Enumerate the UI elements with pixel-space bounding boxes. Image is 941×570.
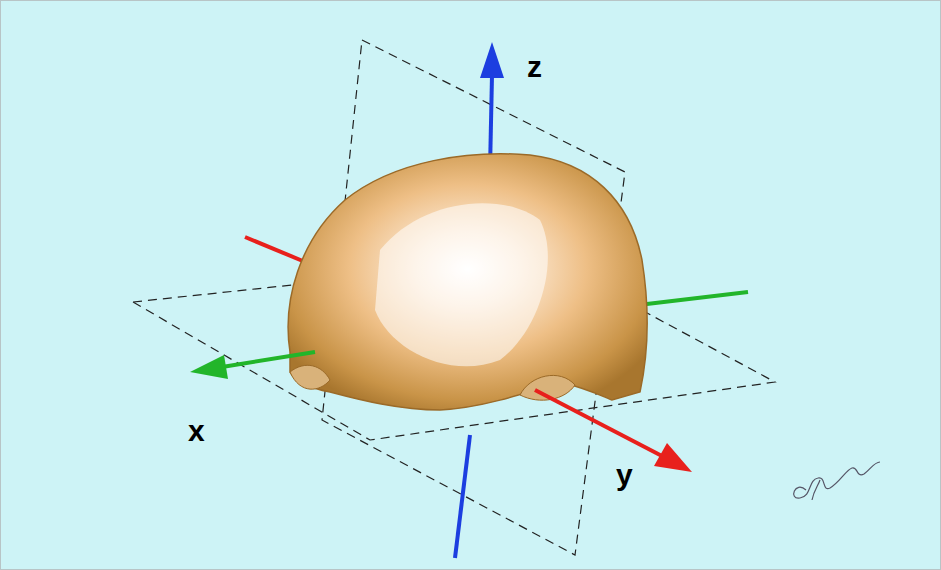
x-axis-front (222, 352, 315, 367)
skull-highlight (375, 203, 548, 366)
x-arrowhead (190, 355, 228, 379)
z-axis-bottom (455, 435, 470, 558)
x-axis-back (630, 292, 748, 306)
y-axis-front (535, 390, 662, 456)
z-arrowhead (480, 42, 504, 78)
axis-label: z (527, 52, 542, 82)
axis-label: x (188, 416, 205, 446)
axis-label: y (616, 460, 633, 490)
orbit-left (290, 365, 330, 389)
skull (288, 154, 647, 410)
y-arrowhead (654, 443, 692, 472)
y-axis-back (245, 237, 310, 264)
signature (794, 462, 880, 500)
